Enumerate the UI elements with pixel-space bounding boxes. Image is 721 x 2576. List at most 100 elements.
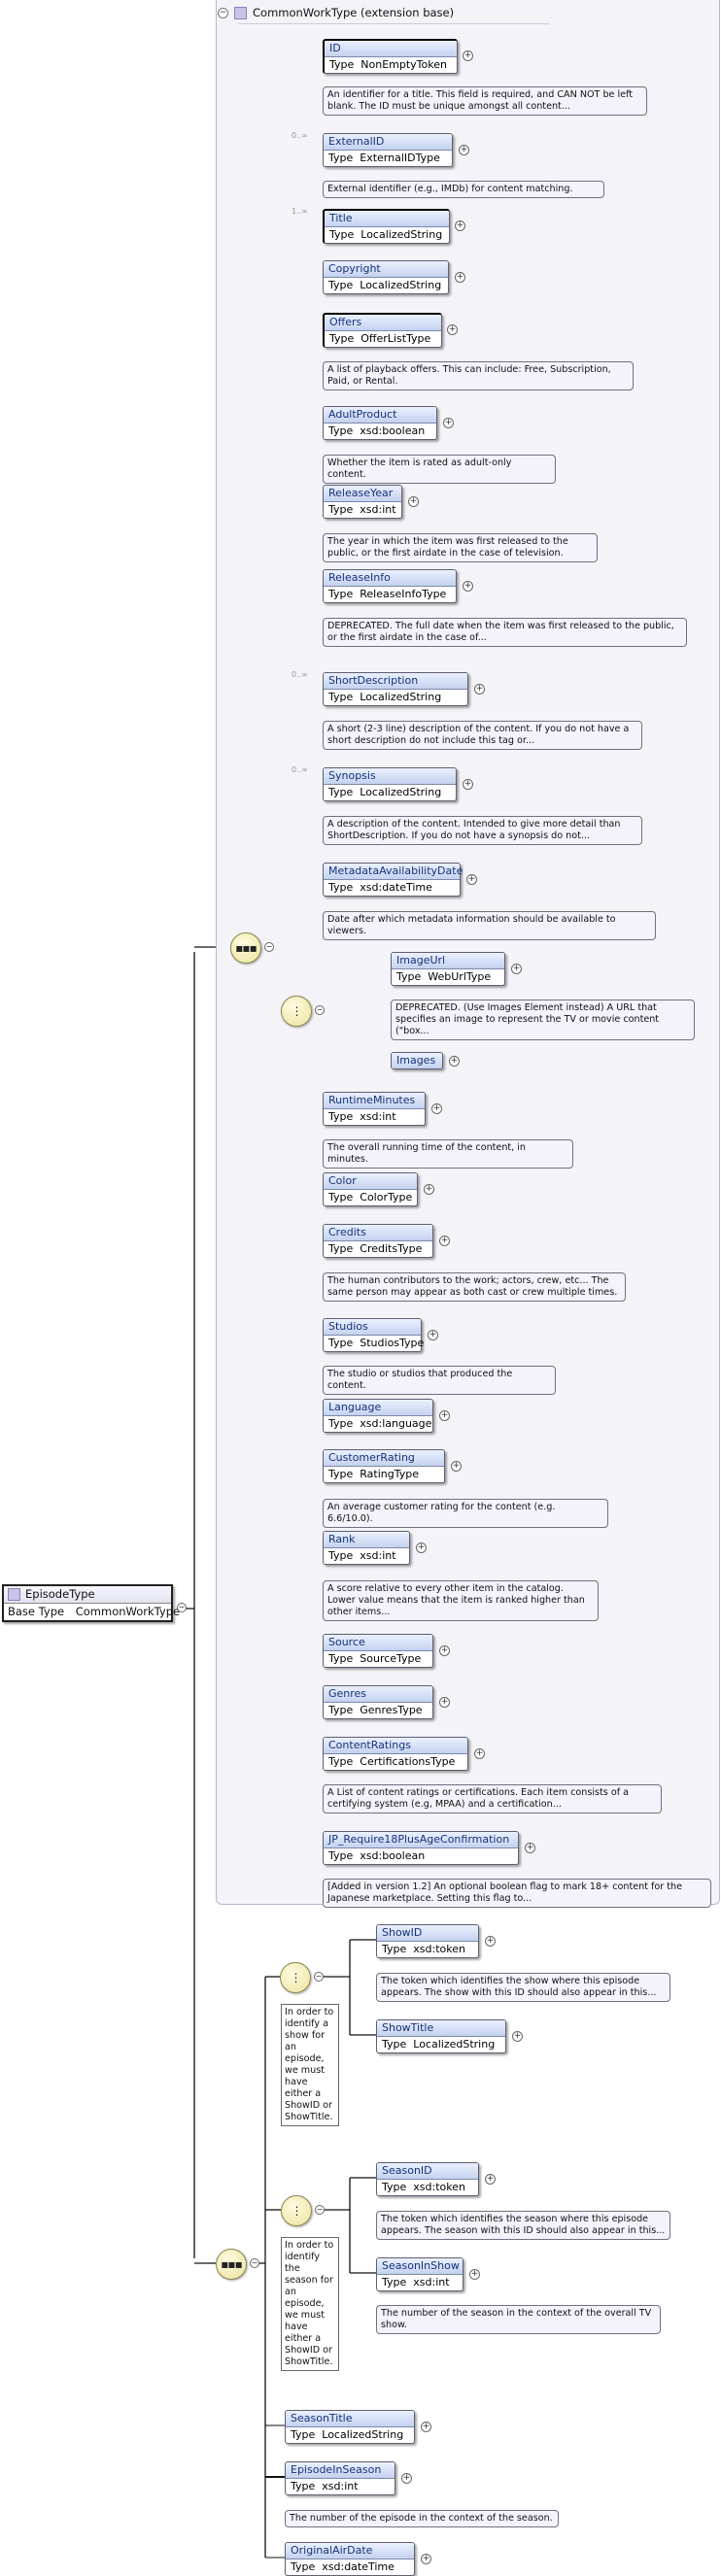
documentation-note: The token which identifies the show wher… (376, 1973, 670, 2002)
element-name: Color (324, 1173, 417, 1190)
plus-expand-icon[interactable]: + (439, 1645, 450, 1656)
choice-connector-icon[interactable]: ⋮ (280, 1962, 311, 1993)
collapse-icon[interactable]: − (315, 2205, 325, 2215)
choice-connector-icon[interactable]: ⋮ (281, 996, 312, 1027)
plus-expand-icon[interactable]: + (439, 1410, 450, 1421)
extension-base-header[interactable]: − CommonWorkType (extension base) (218, 4, 454, 21)
type-value: RatingType (360, 1468, 419, 1480)
type-label: Type (291, 2428, 316, 2441)
plus-expand-icon[interactable]: + (421, 2554, 431, 2564)
plus-expand-icon[interactable]: + (449, 1056, 460, 1067)
cardinality-label: 0..∞ (292, 765, 308, 774)
type-value: LocalizedString (360, 279, 442, 291)
plus-expand-icon[interactable]: + (485, 2174, 496, 2185)
collapse-icon[interactable]: − (315, 1005, 325, 1015)
type-label: Type (328, 1704, 354, 1716)
type-label: Type (328, 588, 354, 600)
type-label: Type (382, 1943, 407, 1955)
cardinality-label: 1..∞ (292, 207, 308, 216)
plus-expand-icon[interactable]: + (447, 324, 458, 335)
collapse-icon[interactable]: − (218, 7, 228, 18)
plus-expand-icon[interactable]: + (474, 684, 485, 695)
plus-expand-icon[interactable]: + (463, 779, 473, 790)
element-name: Studios (324, 1319, 421, 1336)
plus-expand-icon[interactable]: + (459, 145, 469, 155)
collapse-icon[interactable]: − (264, 942, 274, 952)
plus-expand-icon[interactable]: + (525, 1843, 535, 1853)
group-separator (238, 23, 549, 24)
plus-expand-icon[interactable]: + (401, 2473, 412, 2484)
plus-expand-icon[interactable]: + (463, 581, 473, 592)
plus-expand-icon[interactable]: + (474, 1748, 485, 1759)
element-name: MetadataAvailabilityDate (324, 864, 463, 880)
plus-expand-icon[interactable]: + (431, 1103, 442, 1114)
root-type-box[interactable]: EpisodeType Base Type CommonWorkType (2, 1584, 180, 1622)
plus-expand-icon[interactable]: + (512, 2031, 523, 2042)
sequence-connector-icon[interactable]: ▪▪▪ (216, 2249, 247, 2280)
plus-expand-icon[interactable]: + (408, 496, 419, 507)
plus-expand-icon[interactable]: + (439, 1697, 450, 1708)
plus-expand-icon[interactable]: + (416, 1542, 427, 1553)
plus-expand-icon[interactable]: + (511, 964, 522, 974)
plus-expand-icon[interactable]: + (424, 1184, 434, 1195)
documentation-note: The number of the episode in the context… (285, 2510, 559, 2527)
type-label: Type (396, 970, 422, 983)
collapse-icon[interactable]: − (177, 1603, 187, 1612)
plus-expand-icon[interactable]: + (451, 1461, 462, 1472)
plus-expand-icon[interactable]: + (455, 220, 465, 231)
collapse-icon[interactable]: − (314, 1972, 324, 1982)
plus-expand-icon[interactable]: + (455, 272, 465, 283)
plus-expand-icon[interactable]: + (421, 2422, 431, 2432)
sequence-connector-icon[interactable]: ▪▪▪ (230, 932, 261, 964)
choice-connector-icon[interactable]: ⋮ (281, 2195, 312, 2226)
plus-expand-icon[interactable]: + (463, 51, 473, 61)
plus-expand-icon[interactable]: + (469, 2269, 480, 2280)
type-value: xsd:int (360, 1110, 396, 1123)
plus-expand-icon[interactable]: + (428, 1330, 438, 1340)
collapse-icon[interactable]: − (250, 2258, 259, 2268)
element-box[interactable]: Images (391, 1052, 443, 1069)
plus-expand-icon[interactable]: + (485, 1936, 496, 1947)
element-name: SeasonInShow (377, 2258, 463, 2275)
plus-expand-icon[interactable]: + (466, 874, 477, 885)
plus-expand-icon[interactable]: + (443, 418, 454, 428)
type-label: Type (328, 1110, 354, 1123)
element-name: RuntimeMinutes (324, 1093, 425, 1109)
element-name: Copyright (324, 261, 448, 278)
plus-expand-icon[interactable]: + (439, 1236, 450, 1246)
element-name: EpisodeInSeason (286, 2462, 395, 2479)
